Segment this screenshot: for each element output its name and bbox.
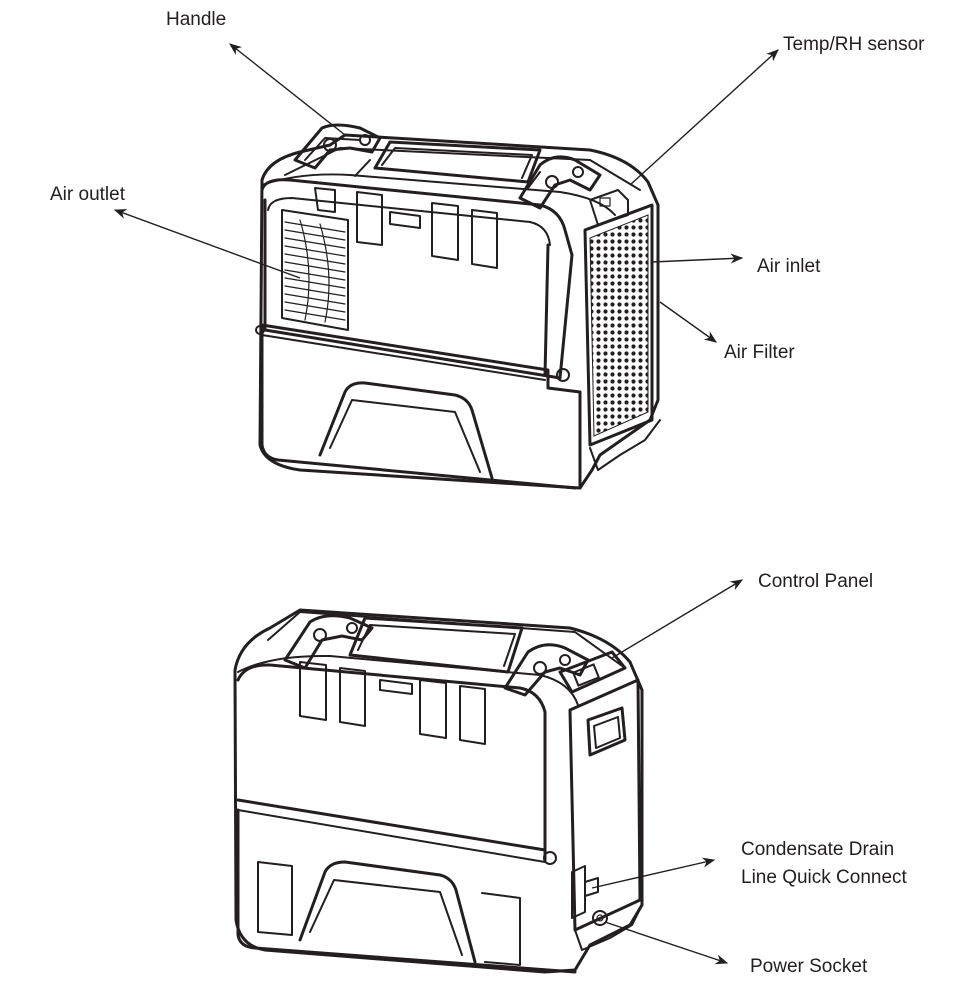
leader-air-outlet [113, 209, 301, 279]
label-temp-rh-sensor: Temp/RH sensor [783, 34, 925, 55]
labels: Handle Temp/RH sensor Air outlet Air inl… [50, 9, 925, 977]
leader-air-inlet [651, 253, 744, 264]
unit-front-view [255, 123, 661, 490]
label-air-inlet: Air inlet [757, 256, 821, 277]
unit-rear-view [233, 608, 644, 974]
label-handle: Handle [166, 9, 226, 30]
air-inlet-panel [589, 214, 649, 437]
leader-control-panel [611, 579, 744, 659]
leader-condensate-drain [591, 857, 716, 889]
leader-temp-rh-sensor [629, 49, 779, 186]
label-air-outlet: Air outlet [50, 184, 126, 205]
leader-lines [113, 43, 779, 965]
label-control-panel: Control Panel [758, 571, 873, 592]
label-power-socket: Power Socket [750, 956, 868, 977]
air-outlet-grille [284, 219, 346, 323]
label-air-filter: Air Filter [724, 342, 795, 363]
label-condensate-drain-line2: Line Quick Connect [741, 867, 908, 888]
leader-power-socket [604, 921, 729, 965]
leader-air-filter [659, 301, 718, 343]
label-condensate-drain-line1: Condensate Drain [741, 839, 894, 860]
leader-handle [229, 43, 346, 136]
